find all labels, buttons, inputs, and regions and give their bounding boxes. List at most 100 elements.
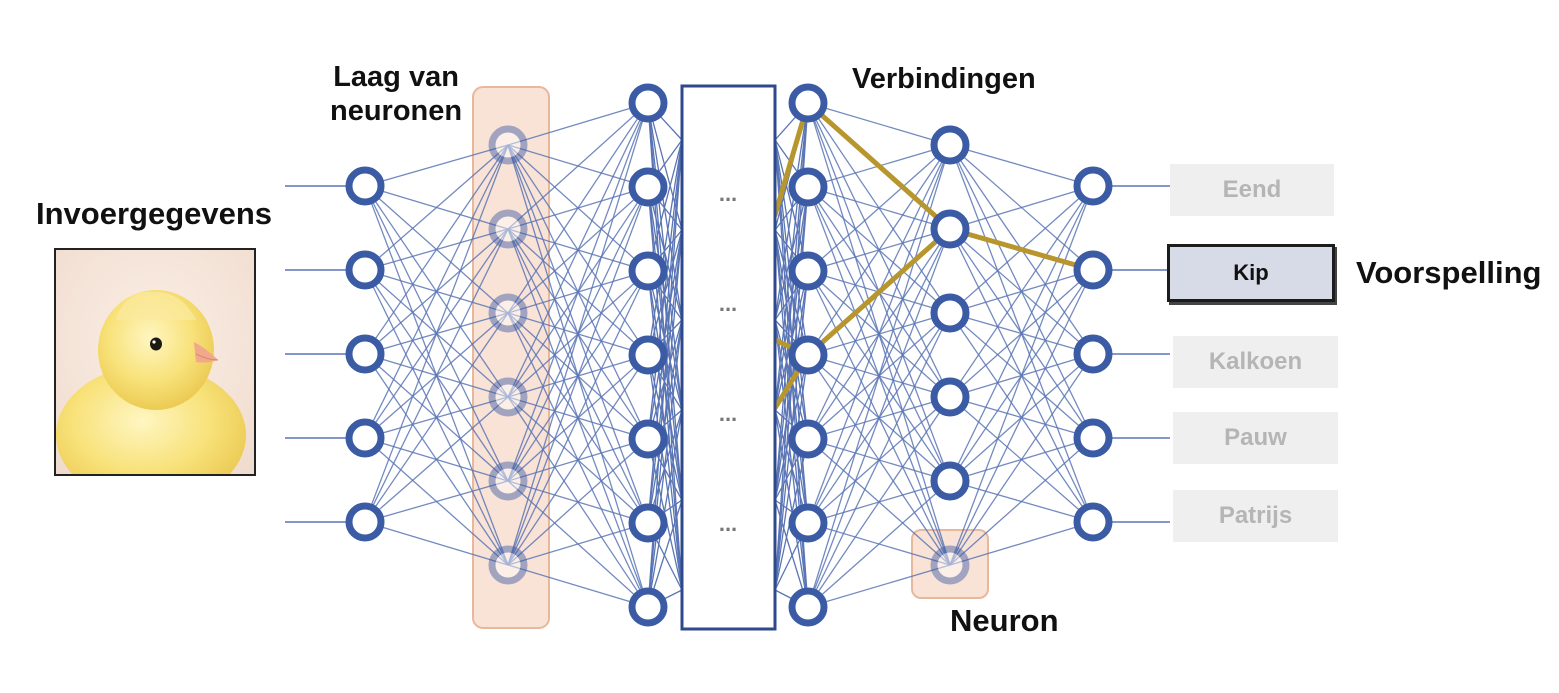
connection-line xyxy=(647,139,683,440)
neuron-node xyxy=(1073,334,1113,374)
connection-line xyxy=(774,102,809,411)
neuron-node xyxy=(488,545,528,585)
connection-line xyxy=(807,480,951,608)
connection-line xyxy=(647,186,683,501)
connection-line xyxy=(647,270,683,501)
connection-line xyxy=(647,409,683,608)
connection-line xyxy=(647,139,683,272)
connection-line xyxy=(364,480,509,523)
highlighted-connection xyxy=(805,226,953,358)
neuron-node xyxy=(930,545,970,585)
neuron-node xyxy=(628,167,668,207)
neuron-node xyxy=(488,125,528,165)
connection-line xyxy=(507,102,649,314)
connection-line xyxy=(949,437,1094,566)
layer-label-line2: neuronen xyxy=(330,95,463,127)
connection-line xyxy=(949,185,1094,482)
output-class-eend: Eend xyxy=(1170,164,1334,216)
connection-line xyxy=(647,229,683,608)
connection-line xyxy=(507,102,649,482)
connection-line xyxy=(364,144,509,187)
connection-line xyxy=(507,522,649,566)
connection-line xyxy=(949,185,1094,566)
neuron-node xyxy=(628,83,668,123)
hidden-layers-box xyxy=(680,84,777,631)
neuron-node xyxy=(345,418,385,458)
connection-line xyxy=(364,521,509,566)
neuron-node xyxy=(1073,502,1113,542)
connection-line xyxy=(807,396,951,608)
connection-line xyxy=(949,521,1094,566)
connection-line xyxy=(507,102,649,566)
connection-line xyxy=(774,186,809,501)
neuron-node xyxy=(488,293,528,333)
connection-line xyxy=(364,396,509,523)
output-class-kip: Kip xyxy=(1167,244,1335,302)
connection-line xyxy=(807,144,951,608)
connection-line xyxy=(949,144,1094,187)
chick-photo xyxy=(54,248,256,476)
ellipsis-text: ... xyxy=(719,291,737,316)
neuron-node xyxy=(788,335,828,375)
connection-line xyxy=(774,270,809,411)
neuron-node xyxy=(345,250,385,290)
neuron-node xyxy=(1073,418,1113,458)
prediction-label: Voorspelling xyxy=(1356,255,1542,290)
connection-line xyxy=(949,353,1094,566)
connection-line xyxy=(364,144,509,439)
neuron-label: Neuron xyxy=(950,603,1059,638)
connection-line xyxy=(364,144,509,271)
output-class-label: Patrijs xyxy=(1218,502,1293,529)
output-class-label: Pauw xyxy=(1224,424,1287,451)
neuron-node xyxy=(345,334,385,374)
ellipsis-text: ... xyxy=(719,181,737,206)
neuron-node xyxy=(930,461,970,501)
connection-line xyxy=(807,312,951,608)
connection-line xyxy=(507,186,649,566)
connection-line xyxy=(647,354,683,501)
connection-line xyxy=(647,319,683,608)
connection-line xyxy=(774,409,809,608)
connection-line xyxy=(774,229,809,608)
connection-line xyxy=(807,564,951,608)
neuron-node xyxy=(628,251,668,291)
connection-line xyxy=(807,144,951,356)
connection-line xyxy=(647,102,683,411)
neuron-node xyxy=(788,587,828,627)
ellipsis-text: ... xyxy=(719,511,737,536)
neuron-node xyxy=(788,83,828,123)
neuron-node xyxy=(628,503,668,543)
neuron-node xyxy=(345,502,385,542)
connection-line xyxy=(364,144,509,355)
connection-line xyxy=(507,102,649,230)
connection-line xyxy=(647,139,683,356)
connection-line xyxy=(774,139,809,356)
highlighted-connection xyxy=(947,226,1096,273)
connection-line xyxy=(647,139,683,524)
connection-line xyxy=(364,228,509,523)
connection-line xyxy=(507,354,649,566)
output-class-patrijs: Patrijs xyxy=(1173,490,1338,542)
connection-line xyxy=(807,102,951,146)
neuron-node xyxy=(930,209,970,249)
connection-line xyxy=(507,270,649,566)
neuron-node xyxy=(488,377,528,417)
connection-line xyxy=(807,228,951,608)
connection-line xyxy=(364,312,509,523)
neuron-node xyxy=(788,251,828,291)
connection-line xyxy=(507,102,649,146)
connection-line xyxy=(949,269,1094,566)
layer-label-line1: Laag van xyxy=(333,61,459,93)
connection-line xyxy=(774,319,809,608)
output-class-label: Kip xyxy=(1233,260,1269,285)
neuron-node xyxy=(1073,250,1113,290)
neuron-node xyxy=(930,125,970,165)
output-class-pauw: Pauw xyxy=(1173,412,1338,464)
connection-line xyxy=(507,102,649,398)
neuron-node xyxy=(345,166,385,206)
connection-line xyxy=(949,185,1094,230)
connection-line xyxy=(364,144,509,523)
neuron-node xyxy=(628,587,668,627)
output-class-label: Eend xyxy=(1222,176,1282,203)
